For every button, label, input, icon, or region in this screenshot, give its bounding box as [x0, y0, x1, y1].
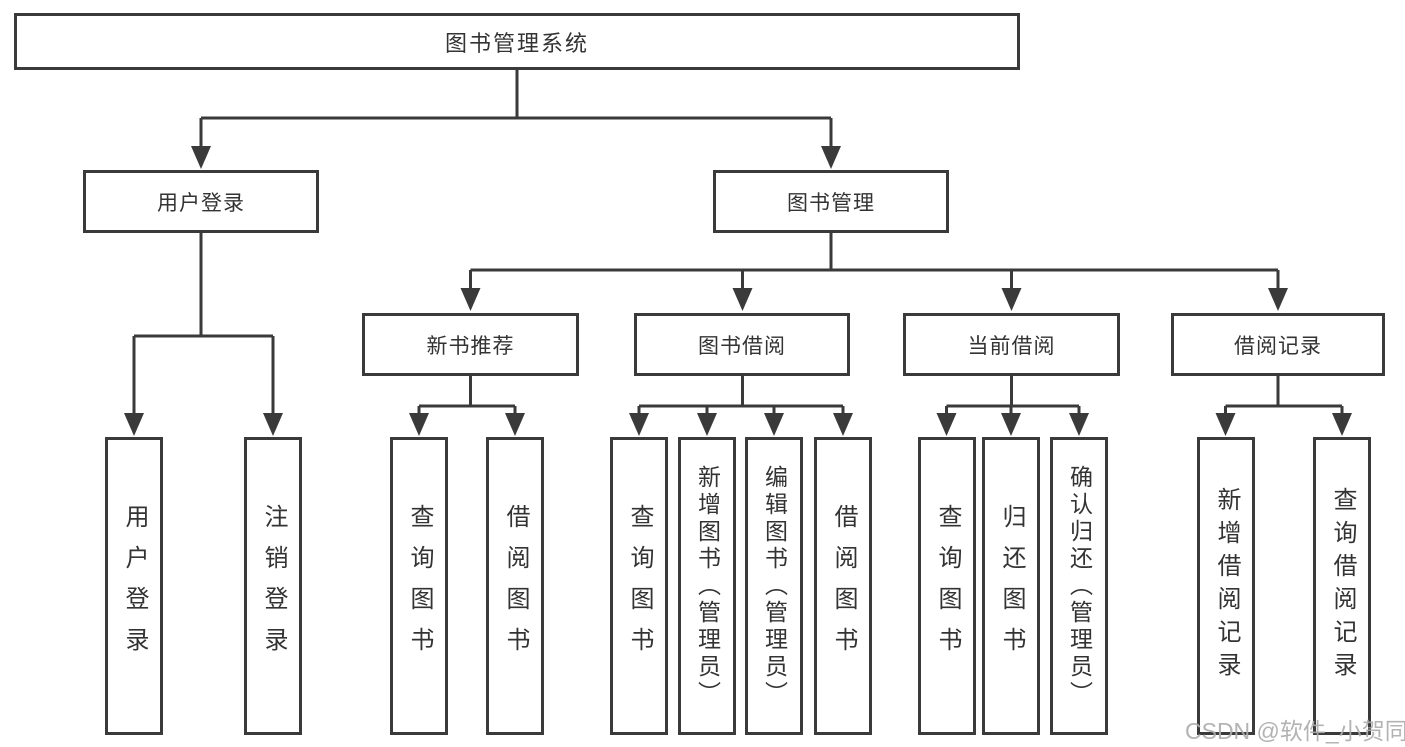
leaf-edit-books-admin: 编辑图书（管理员） [745, 437, 803, 735]
leaf-label: 编辑图书（管理员） [761, 464, 788, 708]
node-borrow-records: 借阅记录 [1171, 313, 1385, 376]
node-book-management: 图书管理 [713, 170, 949, 233]
leaf-label: 确认归还（管理员） [1066, 464, 1093, 708]
leaf-query-books: 查询图书 [918, 437, 976, 735]
csdn-watermark: CSDN @软件_小贺同学 [1185, 718, 1405, 744]
node-book-borrow: 图书借阅 [634, 313, 850, 376]
leaf-logout: 注销登录 [244, 437, 302, 735]
leaf-return-books: 归还图书 [982, 437, 1040, 735]
leaf-label: 归还图书 [998, 504, 1025, 668]
node-new-book-recommend: 新书推荐 [362, 313, 579, 376]
node-user-login: 用户登录 [83, 170, 319, 233]
leaf-label: 新增借阅记录 [1213, 487, 1240, 685]
leaf-label: 新增图书（管理员） [694, 464, 721, 708]
leaf-label: 查询图书 [406, 504, 433, 668]
leaf-borrow-books: 借阅图书 [814, 437, 872, 735]
leaf-add-books-admin: 新增图书（管理员） [678, 437, 736, 735]
leaf-label: 查询借阅记录 [1329, 487, 1356, 685]
leaf-label: 查询图书 [626, 504, 653, 668]
leaf-add-borrow-record: 新增借阅记录 [1197, 437, 1255, 735]
node-label: 用户登录 [157, 191, 245, 215]
leaf-query-books: 查询图书 [390, 437, 448, 735]
node-root-system: 图书管理系统 [14, 13, 1020, 70]
leaf-label: 注销登录 [260, 504, 287, 668]
node-label: 图书管理系统 [444, 30, 589, 56]
leaf-label: 借阅图书 [502, 504, 529, 668]
node-label: 图书借阅 [698, 334, 786, 358]
leaf-user-login: 用户登录 [105, 437, 163, 735]
node-label: 新书推荐 [426, 334, 515, 358]
node-label: 图书管理 [787, 191, 875, 215]
node-label: 借阅记录 [1234, 334, 1322, 358]
node-current-borrow: 当前借阅 [903, 313, 1120, 376]
leaf-label: 用户登录 [121, 504, 148, 668]
leaf-label: 借阅图书 [830, 504, 857, 668]
arrow-down-icon [124, 146, 1352, 436]
leaf-query-books: 查询图书 [610, 437, 668, 735]
leaf-query-borrow-record: 查询借阅记录 [1313, 437, 1371, 735]
node-label: 当前借阅 [967, 334, 1056, 358]
leaf-label: 查询图书 [934, 504, 961, 668]
leaf-confirm-return-admin: 确认归还（管理员） [1050, 437, 1108, 735]
leaf-borrow-books: 借阅图书 [486, 437, 544, 735]
